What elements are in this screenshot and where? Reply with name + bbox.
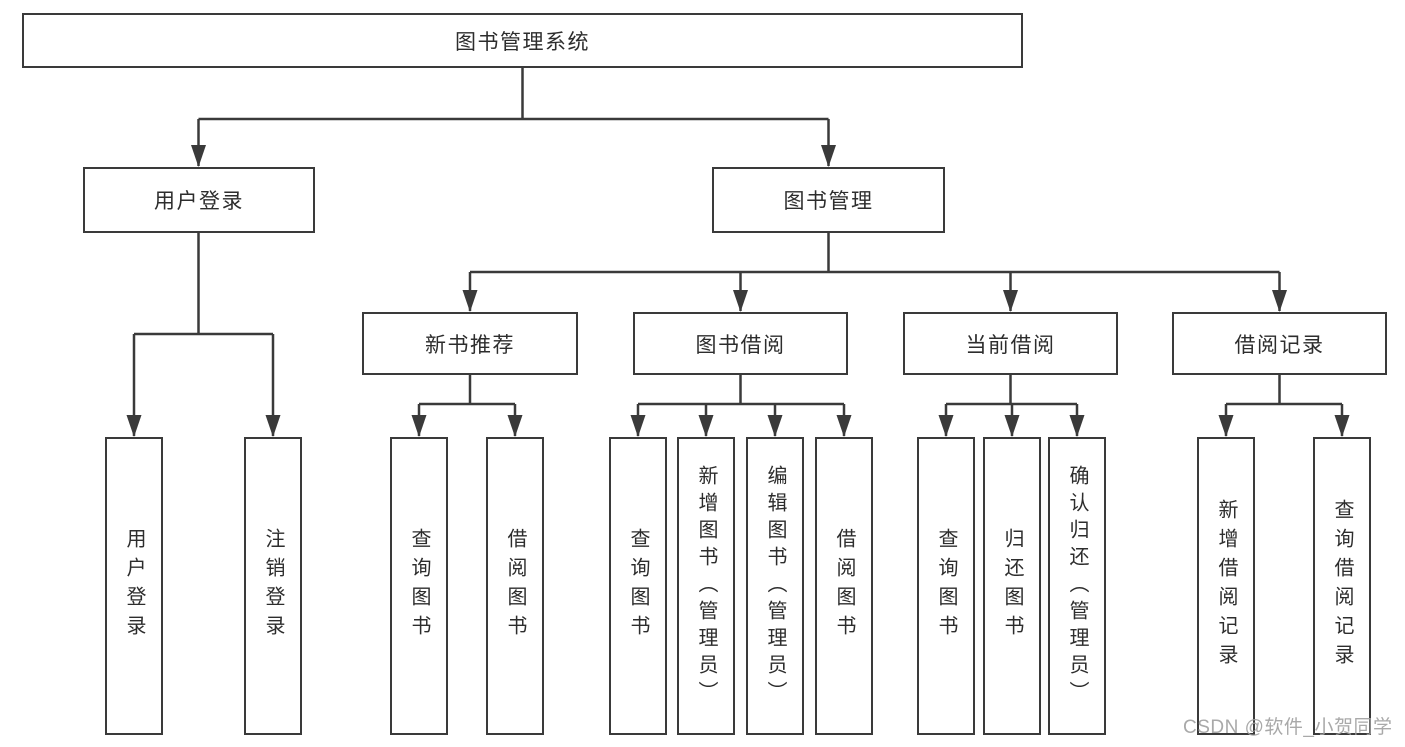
leaf-bb-edit-books: 编辑图书（管理员）: [746, 437, 804, 735]
leaf-br-add-record-label: 新增借阅记录: [1215, 499, 1237, 673]
leaf-nbr-query-books-label: 查询图书: [408, 528, 430, 644]
leaf-bb-add-books: 新增图书（管理员）: [677, 437, 735, 735]
leaf-cb-confirm-return-label: 确认归还（管理员）: [1066, 464, 1088, 708]
connector-book-management-children: [462, 233, 1287, 312]
leaf-cb-query-books-label: 查询图书: [935, 528, 957, 644]
node-book-borrow: 图书借阅: [633, 312, 848, 375]
connector-user-login-children: [126, 233, 281, 437]
leaf-cb-return-books: 归还图书: [983, 437, 1041, 735]
node-new-book-recommend-label: 新书推荐: [425, 333, 515, 357]
node-current-borrow: 当前借阅: [903, 312, 1118, 375]
node-book-management-label: 图书管理: [783, 190, 874, 213]
connector-new-book-recommend-children: [411, 375, 523, 437]
node-book-management: 图书管理: [712, 167, 945, 233]
leaf-bb-query-books: 查询图书: [609, 437, 667, 735]
leaf-bb-edit-books-label: 编辑图书（管理员）: [764, 464, 786, 708]
leaf-bb-add-books-label: 新增图书（管理员）: [695, 464, 717, 708]
leaf-bb-query-books-label: 查询图书: [627, 528, 649, 644]
node-borrow-records: 借阅记录: [1172, 312, 1387, 375]
connector-book-borrow-children: [630, 375, 852, 437]
leaf-br-query-record: 查询借阅记录: [1313, 437, 1371, 735]
connector-root-to-level2: [191, 68, 836, 167]
leaf-user-login: 用户登录: [105, 437, 163, 735]
connector-borrow-records-children: [1218, 375, 1350, 437]
leaf-nbr-borrow-books-label: 借阅图书: [504, 528, 526, 644]
node-user-login-label: 用户登录: [154, 190, 244, 213]
leaf-nbr-query-books: 查询图书: [390, 437, 448, 735]
node-book-borrow-label: 图书借阅: [695, 333, 786, 357]
leaf-br-query-record-label: 查询借阅记录: [1331, 499, 1353, 673]
leaf-br-add-record: 新增借阅记录: [1197, 437, 1255, 735]
leaf-cb-return-books-label: 归还图书: [1001, 528, 1023, 644]
leaf-logout-label: 注销登录: [262, 528, 284, 644]
leaf-cb-query-books: 查询图书: [917, 437, 975, 735]
connector-current-borrow-children: [938, 375, 1085, 437]
leaf-cb-confirm-return: 确认归还（管理员）: [1048, 437, 1106, 735]
leaf-nbr-borrow-books: 借阅图书: [486, 437, 544, 735]
leaf-bb-borrow-books: 借阅图书: [815, 437, 873, 735]
node-borrow-records-label: 借阅记录: [1234, 333, 1325, 357]
node-new-book-recommend: 新书推荐: [362, 312, 578, 375]
leaf-logout: 注销登录: [244, 437, 302, 735]
node-root: 图书管理系统: [22, 13, 1023, 68]
node-current-borrow-label: 当前借阅: [965, 333, 1056, 357]
node-root-label: 图书管理系统: [455, 30, 590, 54]
leaf-bb-borrow-books-label: 借阅图书: [833, 528, 855, 644]
node-user-login: 用户登录: [83, 167, 315, 233]
leaf-user-login-label: 用户登录: [123, 528, 145, 644]
csdn-watermark: CSDN @软件_小贺同学: [1183, 717, 1393, 738]
